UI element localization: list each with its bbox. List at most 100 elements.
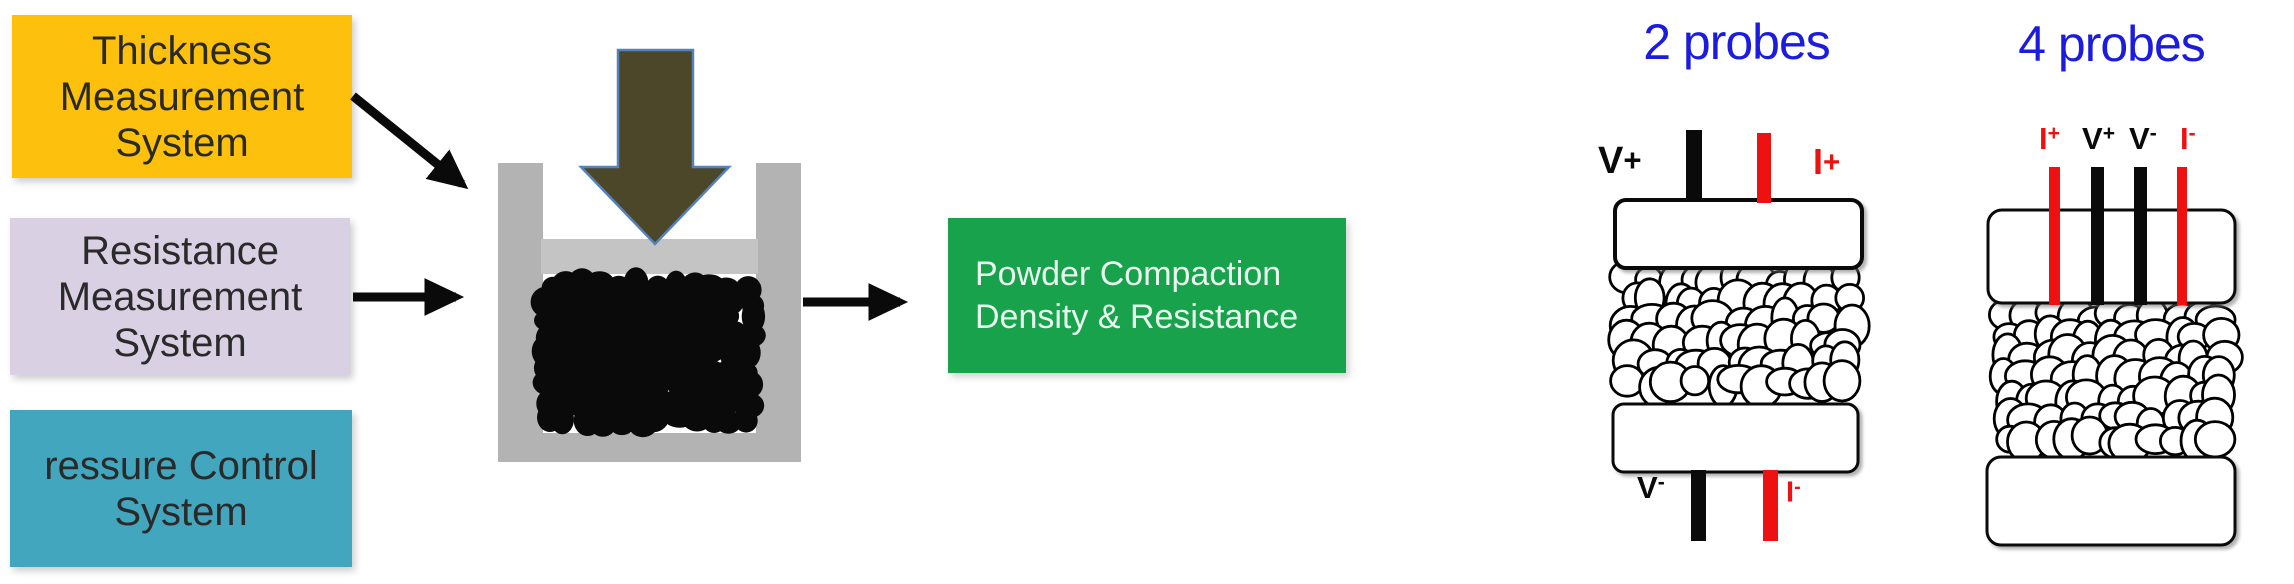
powder-particle bbox=[2006, 420, 2047, 464]
powder-particle bbox=[606, 308, 630, 336]
four-probes-bottom-electrode bbox=[1985, 455, 2237, 547]
powder-particle bbox=[637, 369, 669, 403]
powder-particle bbox=[712, 277, 740, 300]
powder-particle bbox=[556, 340, 581, 372]
powder-particle bbox=[715, 372, 749, 403]
powder-particle bbox=[567, 268, 597, 300]
powder-particle bbox=[535, 324, 561, 352]
powder-particle bbox=[679, 272, 711, 308]
powder-particle bbox=[587, 288, 619, 323]
powder-particle bbox=[647, 286, 677, 321]
powder-particle bbox=[2158, 361, 2195, 405]
powder-particle bbox=[1992, 322, 2026, 352]
thickness-measurement-label: Thickness Measurement System bbox=[59, 28, 305, 165]
powder-particle bbox=[1607, 318, 1646, 361]
powder-particle bbox=[737, 370, 764, 399]
powder-particle bbox=[714, 305, 740, 328]
powder-particle bbox=[1765, 366, 1805, 397]
powder-particle bbox=[2047, 333, 2088, 376]
powder-particle bbox=[2004, 359, 2047, 393]
powder-particle bbox=[570, 284, 595, 315]
powder-particle bbox=[1675, 304, 1714, 346]
powder-particle bbox=[660, 390, 686, 420]
pressure-control-label: ressure Control System bbox=[44, 443, 318, 534]
powder-particle bbox=[2065, 378, 2108, 417]
powder-particle bbox=[606, 405, 637, 436]
four-probes-v-minus-bar bbox=[2134, 167, 2147, 305]
powder-particle bbox=[1759, 348, 1802, 379]
powder-particle bbox=[590, 302, 615, 338]
powder-particle bbox=[2163, 374, 2203, 418]
powder-particle bbox=[534, 309, 565, 332]
powder-particle bbox=[2193, 420, 2237, 459]
powder-particle bbox=[2070, 341, 2109, 381]
powder-particle bbox=[1830, 261, 1861, 294]
powder-particle bbox=[1651, 324, 1691, 366]
powder-particle bbox=[581, 377, 615, 401]
powder-particle bbox=[1739, 364, 1783, 409]
powder-particle bbox=[2013, 319, 2046, 351]
powder-particle bbox=[2094, 318, 2128, 362]
powder-particle bbox=[549, 388, 578, 420]
powder-particle bbox=[604, 373, 639, 402]
two-probes-title: 2 probes bbox=[1643, 14, 1831, 70]
four-probes-diagram bbox=[1985, 167, 2244, 547]
powder-particle bbox=[1648, 360, 1693, 404]
powder-particle bbox=[1679, 365, 1711, 397]
powder-particle bbox=[1638, 365, 1680, 409]
powder-particle bbox=[2052, 417, 2091, 462]
powder-particle bbox=[1707, 364, 1739, 408]
powder-particle bbox=[2113, 303, 2147, 334]
powder-particle bbox=[1823, 328, 1862, 362]
powder-particle bbox=[681, 305, 706, 335]
powder-particle bbox=[2134, 423, 2177, 456]
die-right-wall bbox=[756, 163, 801, 462]
powder-particle bbox=[1770, 296, 1800, 340]
powder-particle bbox=[2195, 396, 2235, 439]
powder-particle bbox=[1811, 344, 1841, 378]
powder-particle bbox=[741, 294, 765, 317]
powder-particle bbox=[1988, 299, 2021, 331]
four-probes-i-plus-label: I+ bbox=[2039, 121, 2060, 156]
powder-particle bbox=[536, 389, 562, 418]
powder-particle bbox=[568, 350, 593, 382]
powder-particle bbox=[2070, 415, 2109, 456]
powder-particle bbox=[2056, 296, 2096, 338]
powder-particle bbox=[1611, 338, 1656, 383]
powder-particle bbox=[2033, 403, 2069, 442]
powder-particle bbox=[2097, 383, 2128, 420]
powder-particle bbox=[2033, 314, 2067, 354]
powder-particle bbox=[591, 388, 615, 419]
powder-particle bbox=[2179, 418, 2215, 463]
powder-particle bbox=[1719, 257, 1756, 298]
powder-particle bbox=[2007, 341, 2047, 378]
arrow-thickness-to-die-icon bbox=[350, 92, 469, 190]
powder-particle bbox=[679, 354, 704, 387]
four-probes-v-minus-label: V- bbox=[2129, 121, 2157, 156]
output-result-label: Powder Compaction Density & Resistance bbox=[975, 254, 1299, 336]
powder-particle bbox=[2177, 339, 2209, 378]
powder-particle bbox=[583, 271, 616, 300]
powder-particle bbox=[720, 321, 749, 353]
powder-particle bbox=[550, 404, 574, 435]
powder-particle bbox=[1782, 281, 1820, 325]
powder-particle bbox=[1655, 301, 1692, 336]
powder-particle bbox=[566, 371, 598, 396]
four-probes-powder bbox=[1988, 296, 2244, 464]
powder-particle bbox=[2091, 333, 2134, 377]
powder-particle bbox=[2034, 297, 2068, 328]
powder-particle bbox=[696, 287, 727, 321]
powder-particle bbox=[552, 348, 587, 383]
powder-particle bbox=[1705, 320, 1737, 361]
four-probes-v-plus-bar bbox=[2091, 167, 2104, 305]
powder-particle bbox=[642, 390, 678, 414]
compaction-die bbox=[498, 48, 801, 462]
powder-particle bbox=[1716, 363, 1761, 395]
powder-particle bbox=[2107, 422, 2152, 464]
powder-particle bbox=[1988, 357, 2018, 396]
powder-particle bbox=[624, 307, 658, 340]
powder-particle bbox=[692, 274, 726, 297]
powder-particle bbox=[659, 290, 692, 313]
powder-particle bbox=[2029, 355, 2070, 395]
